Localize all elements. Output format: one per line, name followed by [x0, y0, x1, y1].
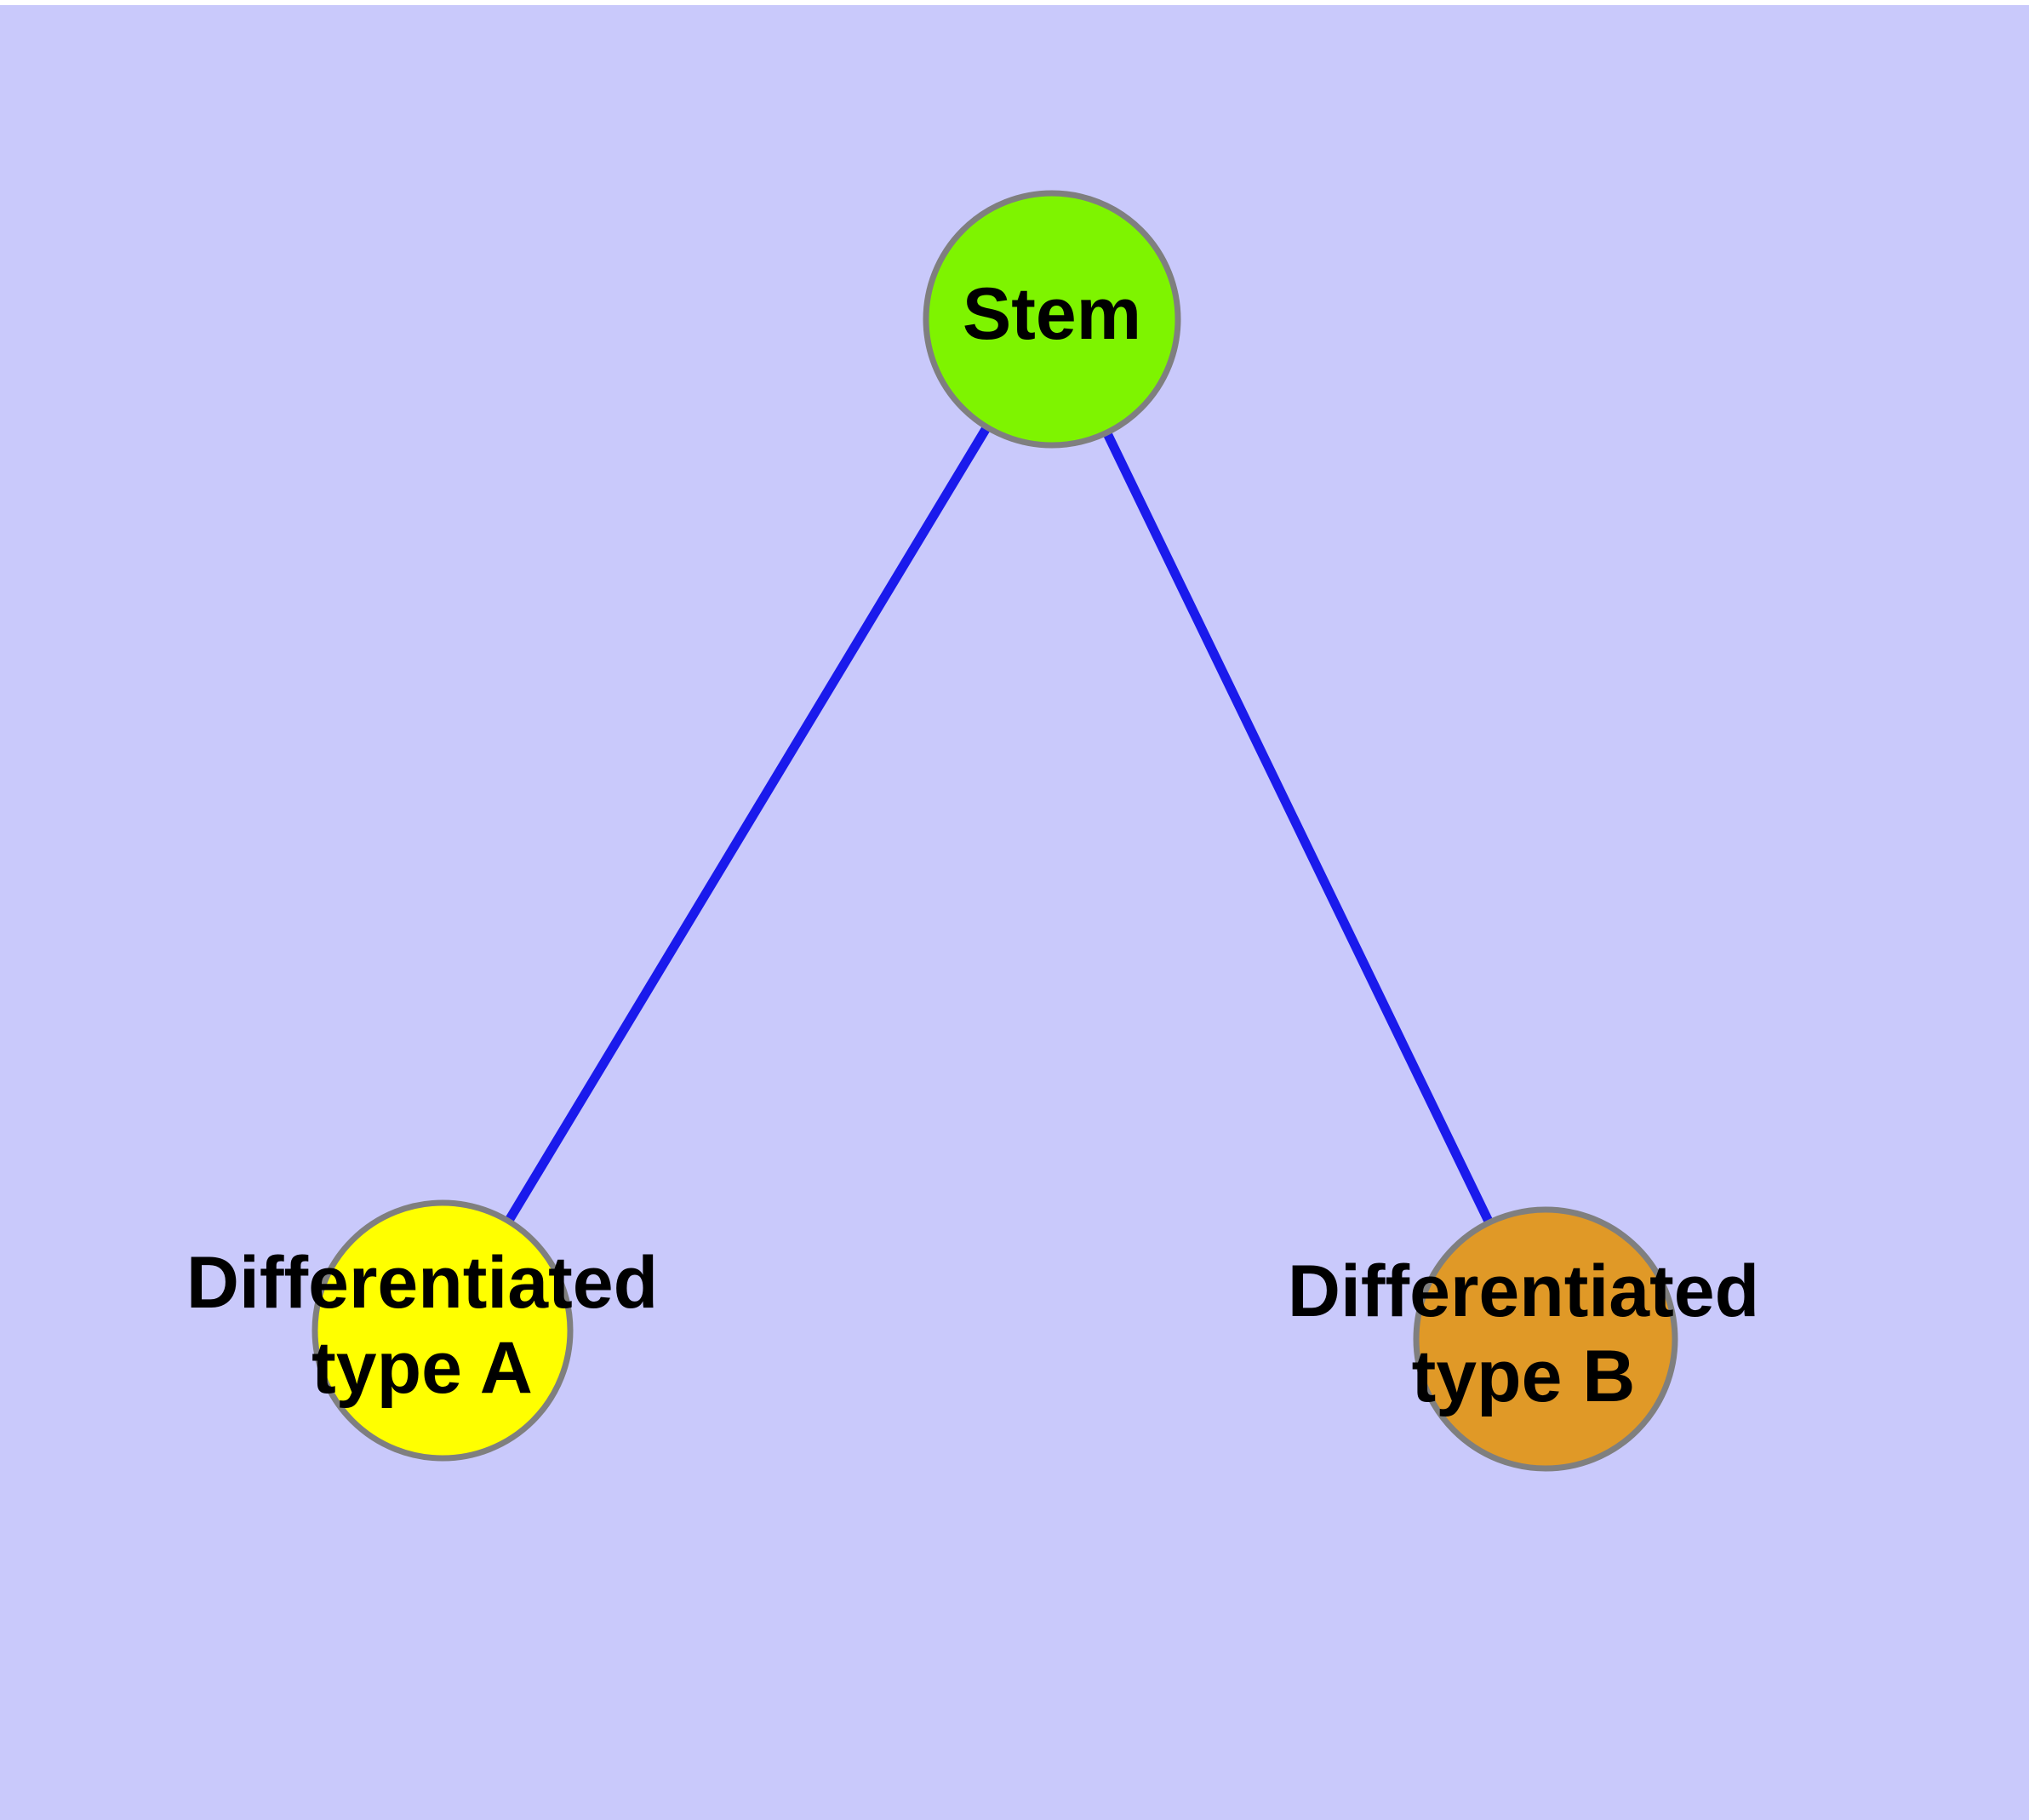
- label-line: type B: [1412, 1336, 1636, 1417]
- nodes-layer: [311, 190, 1678, 1472]
- graph-edge-stem-to-diff-a: [438, 317, 1056, 1333]
- label-line: Differentiated: [1288, 1251, 1759, 1332]
- graph-edge-stem-to-diff-b: [1048, 317, 1550, 1342]
- label-line: type A: [311, 1327, 533, 1409]
- label-line: Stem: [963, 273, 1141, 355]
- graph-node-diff_a[interactable]: [311, 1199, 574, 1462]
- graph-node-diff_b[interactable]: [1413, 1206, 1678, 1472]
- graph-node-stem[interactable]: [923, 190, 1181, 449]
- graph-node-label-stem: Stem: [963, 273, 1141, 355]
- label-line: Differentiated: [186, 1242, 658, 1324]
- edges-layer: [438, 317, 1550, 1342]
